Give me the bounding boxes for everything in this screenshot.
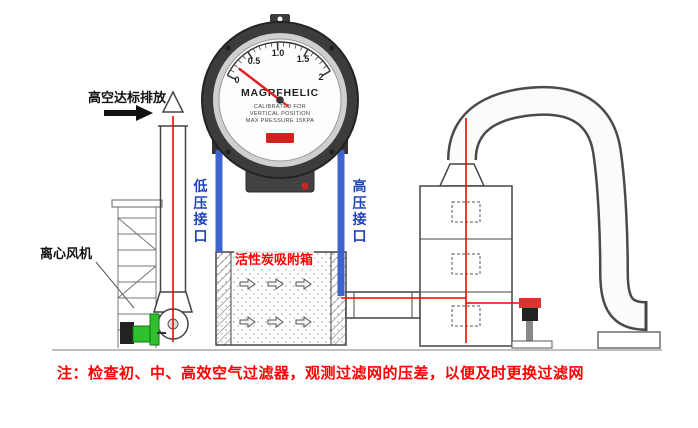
airflow-arrows	[239, 278, 312, 328]
gauge-scale-10: 1.0	[272, 48, 285, 58]
pressure-gauge: 0 0.5 1.0 1.5 2 MAGRFHELIC CALIBRATED FO…	[201, 14, 359, 193]
fan-motor	[120, 322, 134, 344]
connecting-duct	[345, 291, 421, 319]
fan-label: 离心风机	[40, 246, 93, 261]
gauge-scale-2: 2	[318, 72, 323, 82]
pump-cap-red	[519, 298, 541, 308]
duct-base	[597, 331, 661, 349]
gauge-cal-line2: VERTICAL POSITION	[250, 111, 310, 117]
gauge-label-plate	[266, 133, 294, 143]
low-pressure-tube	[215, 150, 223, 252]
gauge-scale-05: 0.5	[248, 56, 261, 66]
pump-unit	[511, 298, 553, 349]
carbon-box-label: 活性炭吸附箱	[234, 249, 315, 268]
high-pressure-port-label: 高压接口	[352, 178, 367, 244]
pump-motor	[522, 308, 538, 321]
gauge-brand: MAGRFHELIC	[241, 87, 319, 99]
low-pressure-port-label: 低压接口	[193, 178, 208, 244]
gauge-cal-line1: CALIBRATED FOR	[254, 104, 306, 110]
gauge-cal-line3: MAX PRESSURE 15KPA	[246, 118, 314, 124]
gauge-scale-15: 1.5	[297, 54, 310, 64]
high-pressure-tube	[337, 150, 345, 296]
pressure-tap-lines	[172, 116, 519, 343]
fan-bracket-green	[149, 313, 160, 346]
gauge-hub	[276, 96, 284, 104]
right-duct	[447, 85, 661, 349]
gauge-scale-0: 0	[234, 75, 239, 85]
gauge-zero-adjust	[301, 182, 309, 190]
emission-arrow	[104, 105, 153, 121]
emission-label: 高空达标排放	[88, 90, 167, 105]
bottom-note: 注：检查初、中、高效空气过滤器，观测过滤网的压差，以便及时更换过滤网	[57, 365, 585, 382]
gauge-ticks	[227, 42, 331, 80]
gauge-screws	[225, 45, 335, 155]
emission-up-arrow	[161, 90, 185, 113]
